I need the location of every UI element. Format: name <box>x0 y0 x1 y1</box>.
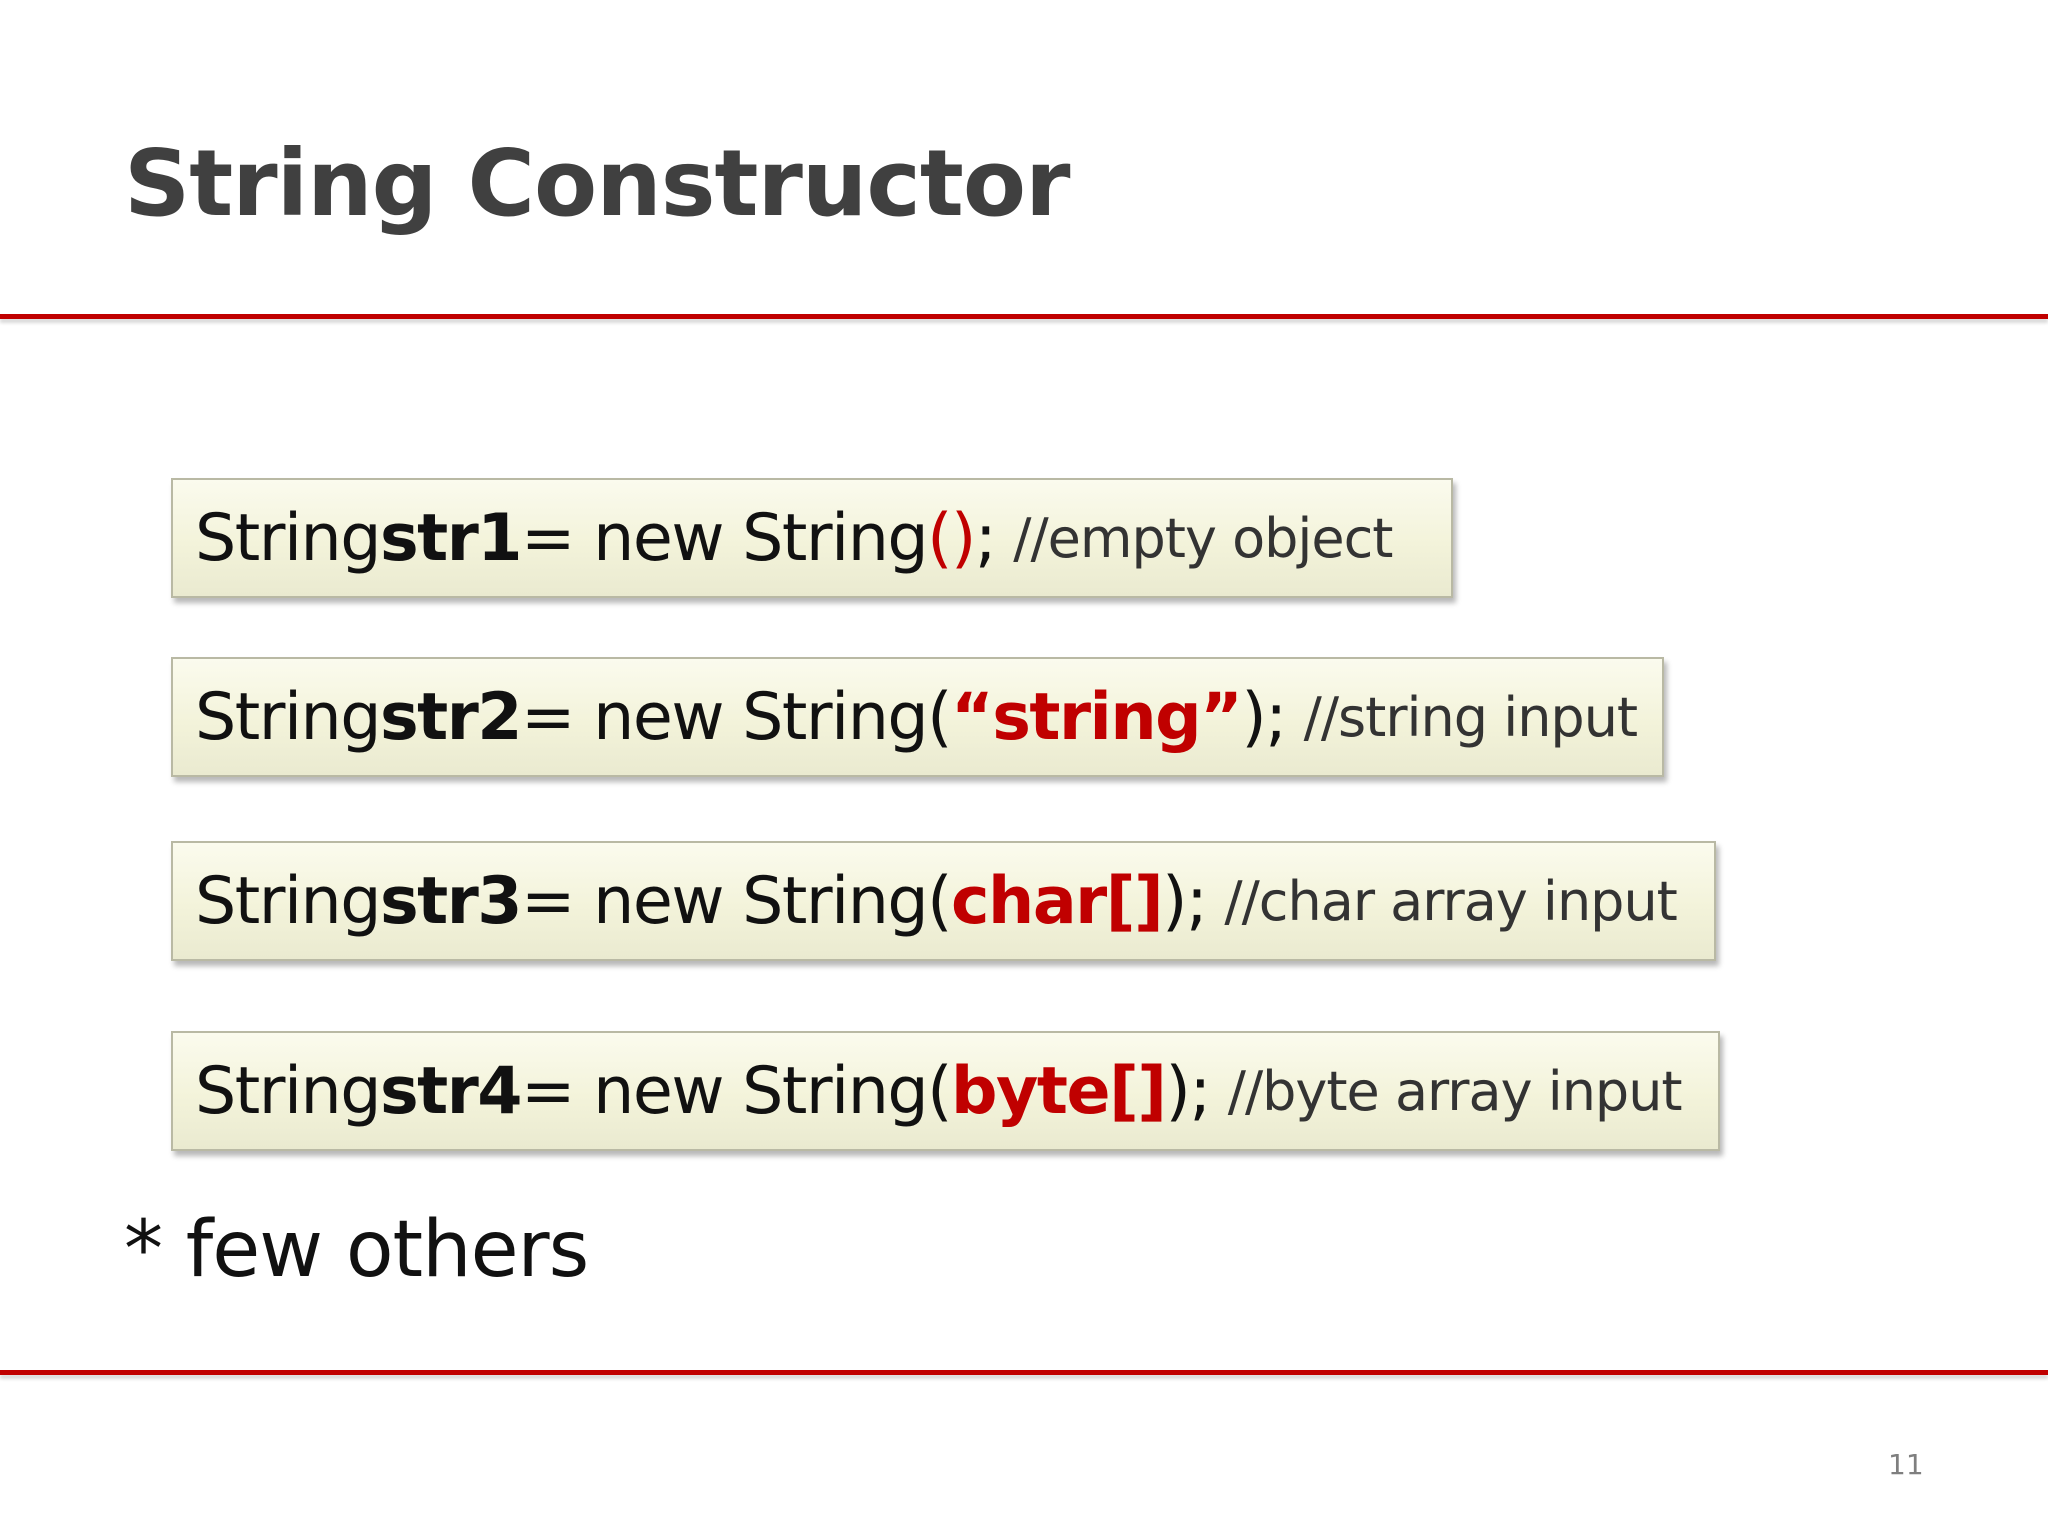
code-type: String <box>195 863 381 939</box>
code-comment: //empty object <box>1013 506 1393 570</box>
code-close-paren: ) <box>1241 679 1266 755</box>
code-type: String <box>195 500 381 576</box>
code-assign: = new String( <box>521 1053 952 1129</box>
footnote-text: * few others <box>124 1205 589 1295</box>
code-semicolon: ; <box>1189 1053 1211 1129</box>
code-variable: str4 <box>379 1053 523 1129</box>
code-line-2: String str2 = new String( “string” ) ; /… <box>171 657 1664 777</box>
code-argument-bold: byte[] <box>951 1053 1167 1129</box>
code-comment: //char array input <box>1224 869 1677 933</box>
code-semicolon: ; <box>974 500 997 576</box>
code-semicolon: ; <box>1265 679 1287 755</box>
code-variable: str2 <box>379 679 523 755</box>
code-variable: str3 <box>379 863 523 939</box>
code-close-paren: ) <box>1162 863 1187 939</box>
code-comment: //string input <box>1303 685 1638 749</box>
code-assign: = new String( <box>521 863 952 939</box>
code-close-paren: ) <box>1165 1053 1191 1129</box>
code-line-3: String str3 = new String( char[] ) ; //c… <box>171 841 1716 961</box>
code-assign: = new String( <box>521 679 952 755</box>
page-number: 11 <box>1888 1448 1924 1481</box>
code-type: String <box>195 679 381 755</box>
code-argument-bold: char[] <box>951 863 1164 939</box>
code-argument-bold: “string” <box>951 679 1243 755</box>
bottom-divider <box>0 1370 2048 1375</box>
code-comment: //byte array input <box>1227 1059 1683 1123</box>
code-line-4: String str4 = new String( byte[] ) ; //b… <box>171 1031 1720 1151</box>
code-variable: str1 <box>379 500 523 576</box>
code-argument: () <box>927 500 976 576</box>
top-divider <box>0 314 2048 319</box>
code-assign: = new String <box>521 500 929 576</box>
slide-title: String Constructor <box>124 130 1070 237</box>
code-semicolon: ; <box>1186 863 1208 939</box>
code-line-1: String str1 = new String () ; //empty ob… <box>171 478 1453 598</box>
code-type: String <box>195 1053 381 1129</box>
